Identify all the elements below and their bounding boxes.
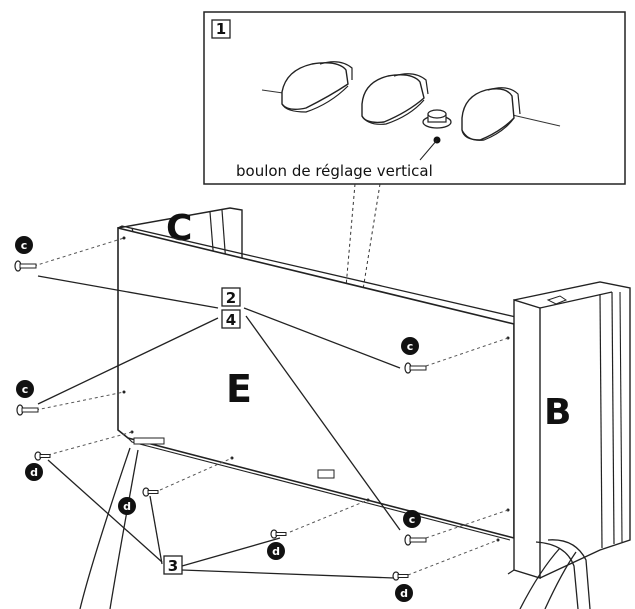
main-panel-e: E (117, 225, 522, 542)
inset-step-number: 1 (216, 20, 226, 38)
step-callout-2-4: 2 4 (37, 275, 401, 531)
svg-text:d: d (123, 500, 131, 513)
svg-text:d: d (30, 466, 38, 479)
screw-c-4 (404, 534, 427, 546)
badge-d-3: d (267, 542, 285, 560)
inset-caption: boulon de réglage vertical (236, 162, 433, 180)
svg-text:c: c (21, 239, 28, 252)
screw-c-3 (404, 362, 427, 374)
screw-c-1 (14, 260, 37, 272)
screw-d-3 (270, 529, 287, 539)
side-panel-right: B (507, 281, 631, 579)
pedal-cables (79, 447, 591, 609)
part-label-b: B (544, 392, 571, 433)
step-number-4: 4 (226, 311, 236, 329)
screw-c-2 (16, 404, 39, 416)
screw-d-1 (34, 451, 51, 461)
badge-c-2: c (16, 380, 34, 398)
screw-d-2 (142, 487, 159, 497)
pedal-left (281, 61, 353, 113)
inset-detail: 1 boulon de réglage vertical (203, 11, 626, 471)
step-callout-3: 3 (47, 459, 395, 579)
pedal-right (461, 87, 521, 141)
pedal-middle (361, 73, 429, 125)
badge-d-4: d (395, 584, 413, 602)
svg-text:d: d (400, 587, 408, 600)
step-number-3: 3 (168, 557, 178, 575)
screw-d-4 (392, 571, 409, 581)
badge-c-1: c (15, 236, 33, 254)
svg-text:c: c (409, 513, 416, 526)
step-number-2: 2 (226, 289, 236, 307)
svg-text:d: d (272, 545, 280, 558)
adjuster-bolt (419, 109, 452, 161)
part-label-e: E (226, 367, 252, 411)
badge-c-4: c (403, 510, 421, 528)
badge-d-2: d (118, 497, 136, 515)
badge-c-3: c (401, 337, 419, 355)
svg-text:c: c (407, 340, 414, 353)
svg-text:c: c (22, 383, 29, 396)
badge-d-1: d (25, 463, 43, 481)
